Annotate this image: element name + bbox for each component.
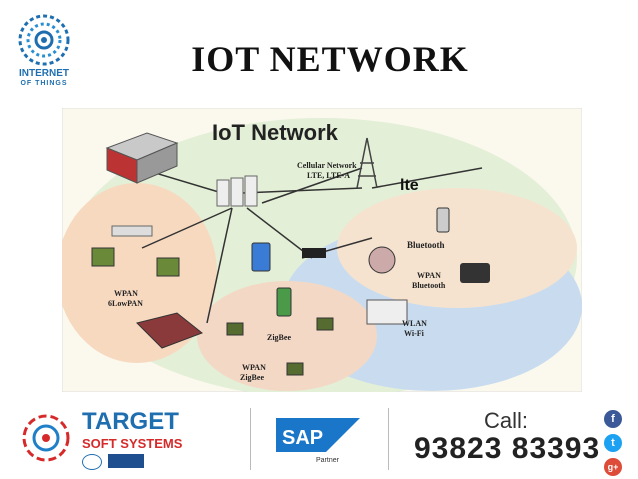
wpan-bluetooth-zone — [337, 188, 577, 308]
wlan-label-2: Wi-Fi — [404, 329, 425, 338]
sensor-node-icon — [316, 317, 334, 331]
twitter-icon[interactable]: t — [604, 434, 622, 452]
laptop-icon — [366, 299, 408, 325]
zigbee-logo: ZigBee — [267, 333, 291, 342]
lte-logo: lte — [400, 177, 419, 194]
gateway-server-icon — [216, 175, 258, 207]
wpan-zigbee-zone — [197, 281, 377, 391]
iot-logo-mark — [18, 14, 70, 66]
smartphone-icon — [251, 242, 271, 272]
factory-icon — [136, 312, 203, 349]
logo-line-1: INTERNET — [19, 68, 69, 79]
smartphone-icon — [276, 287, 292, 317]
sap-logo-mark: SAP Partner — [276, 418, 360, 464]
iot-network-diagram: IoT Network Cellular Network LTE, LTE-A … — [57, 107, 583, 398]
diagram-title: IoT Network — [212, 120, 339, 145]
cloud-server-icon — [105, 132, 179, 184]
bluetooth-logo: Bluetooth — [407, 240, 445, 250]
call-label: Call: — [484, 408, 529, 433]
sap-partner-logo: SAP Partner — [276, 418, 360, 466]
brand-line-1: TARGET — [82, 408, 179, 435]
wlan-label-1: WLAN — [402, 319, 427, 328]
sap-partner-text: Partner — [316, 457, 340, 464]
target-emblem-icon — [22, 414, 70, 462]
wpan-6lowpan-label-1: WPAN — [114, 289, 138, 298]
footer-divider — [388, 408, 389, 470]
iot-logo: INTERNET OF THINGS — [16, 10, 72, 96]
smartwatch-icon — [368, 246, 396, 274]
google-plus-icon[interactable]: g+ — [604, 458, 622, 476]
wpan-zigbee-label-1: WPAN — [242, 363, 266, 372]
cell-tower-icon — [356, 137, 378, 189]
brand-line-2: SOFT SYSTEMS — [82, 436, 183, 451]
sap-logo-text: SAP — [282, 427, 323, 449]
cellular-label-2: LTE, LTE-A — [307, 171, 350, 180]
logo-line-2: OF THINGS — [20, 80, 68, 87]
smartphone-icon — [436, 207, 450, 233]
cellular-label-1: Cellular Network — [297, 161, 357, 170]
msme-badge-icon — [108, 454, 144, 468]
wpan-6lowpan-label-2: 6LowPAN — [108, 299, 143, 308]
certification-badge-icon — [82, 454, 102, 470]
wpan-bluetooth-label-2: Bluetooth — [412, 281, 446, 290]
page-title: IOT NETWORK — [191, 39, 469, 79]
diagram-canvas: IoT Network Cellular Network LTE, LTE-A … — [57, 107, 583, 398]
sensor-node-icon — [286, 362, 304, 376]
sensor-node-icon — [91, 247, 115, 267]
phone-number[interactable]: 93823 83393 — [414, 432, 601, 465]
footer-divider — [250, 408, 251, 470]
wifi-router-icon — [302, 248, 326, 258]
wpan-bluetooth-label-1: WPAN — [417, 271, 441, 280]
sensor-node-icon — [226, 322, 244, 336]
camera-icon — [460, 263, 490, 283]
target-soft-systems-logo: TARGET SOFT SYSTEMS — [18, 408, 248, 472]
wpan-zigbee-label-2: ZigBee — [240, 373, 264, 382]
facebook-icon[interactable]: f — [604, 410, 622, 428]
sensor-node-icon — [156, 257, 180, 277]
router-icon — [111, 225, 153, 237]
